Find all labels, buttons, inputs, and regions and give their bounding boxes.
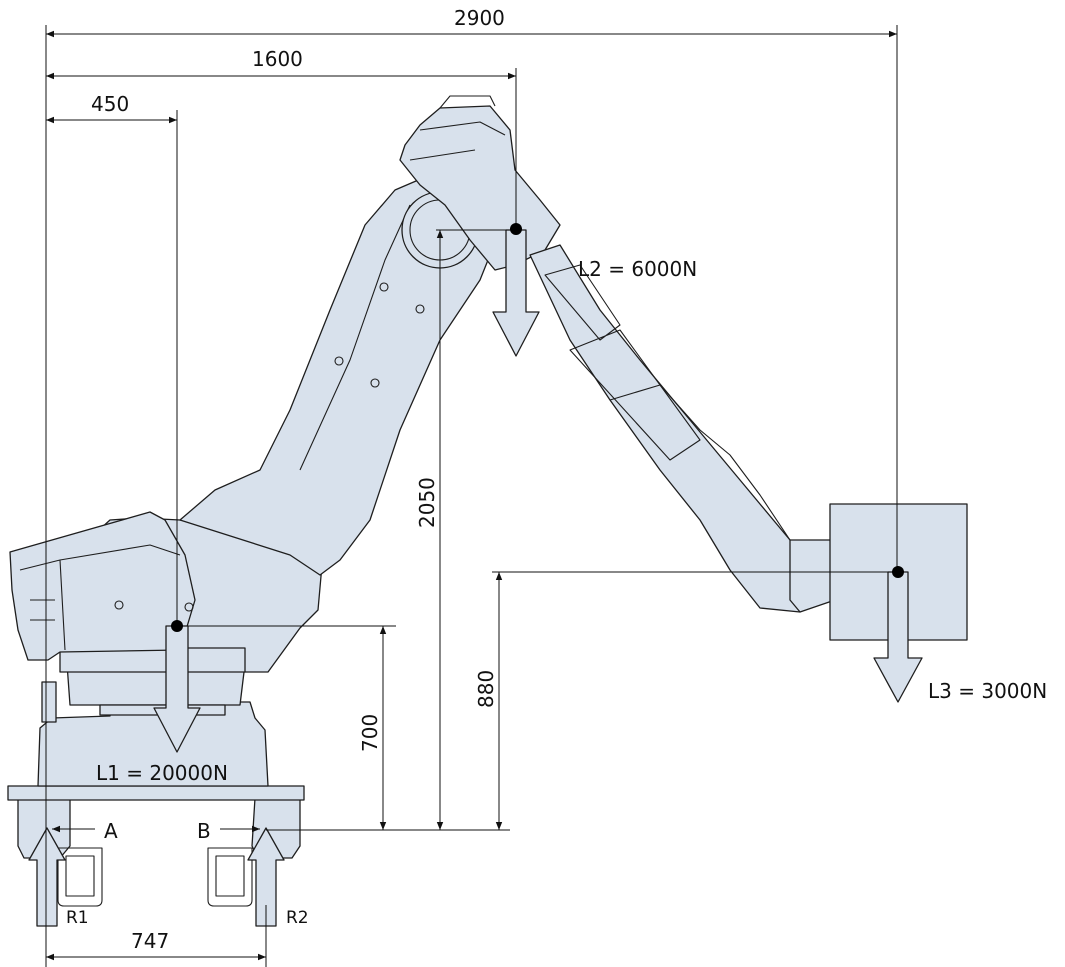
load-arrows bbox=[153, 229, 923, 753]
cg-l2 bbox=[510, 223, 522, 235]
load-arrow-l1 bbox=[153, 625, 201, 753]
bolt bbox=[370, 378, 380, 388]
cg-l3 bbox=[892, 566, 904, 578]
reaction-label-r1: R1 bbox=[66, 908, 89, 928]
arm-head-detail bbox=[409, 95, 506, 161]
load-arrow-l2 bbox=[492, 229, 540, 357]
reaction-arrow-r2 bbox=[247, 827, 285, 927]
load-label-l2: L2 = 6000N bbox=[578, 257, 697, 281]
bolt bbox=[334, 356, 344, 366]
centers-of-gravity bbox=[171, 223, 904, 632]
bolt bbox=[184, 602, 194, 612]
base-post bbox=[41, 681, 57, 723]
cg-l1 bbox=[171, 620, 183, 632]
reaction-label-b: B bbox=[197, 819, 211, 843]
dim-label-1600: 1600 bbox=[252, 47, 303, 71]
forearm-cylinder bbox=[544, 264, 701, 461]
load-label-l1: L1 = 20000N bbox=[96, 761, 228, 785]
labels: 2900 1600 450 747 2050 880 700 L1 = 2000… bbox=[66, 6, 1047, 953]
dim-label-747: 747 bbox=[131, 929, 169, 953]
load-label-l3: L3 = 3000N bbox=[928, 679, 1047, 703]
dim-label-450: 450 bbox=[91, 92, 129, 116]
bolt bbox=[114, 600, 124, 610]
lifting-lug-right bbox=[207, 847, 253, 907]
lower-arm-edge bbox=[299, 204, 411, 471]
bolt bbox=[415, 304, 425, 314]
load-arrow-l3 bbox=[873, 571, 923, 703]
dim-label-2900: 2900 bbox=[454, 6, 505, 30]
forearm bbox=[529, 244, 821, 613]
forearm-edge bbox=[609, 384, 791, 541]
dimension-lines bbox=[45, 25, 898, 967]
reaction-arrows bbox=[28, 825, 285, 927]
dim-label-2050: 2050 bbox=[415, 477, 439, 528]
wrist bbox=[789, 539, 836, 613]
reaction-label-a: A bbox=[104, 819, 118, 843]
base-plate bbox=[7, 785, 305, 801]
bolt bbox=[379, 282, 389, 292]
motor-detail bbox=[19, 544, 181, 651]
reaction-arrow-r1 bbox=[28, 827, 66, 927]
reaction-label-r2: R2 bbox=[286, 908, 309, 928]
lifting-lug-left bbox=[57, 847, 103, 907]
dim-label-880: 880 bbox=[474, 670, 498, 708]
dim-label-700: 700 bbox=[358, 714, 382, 752]
